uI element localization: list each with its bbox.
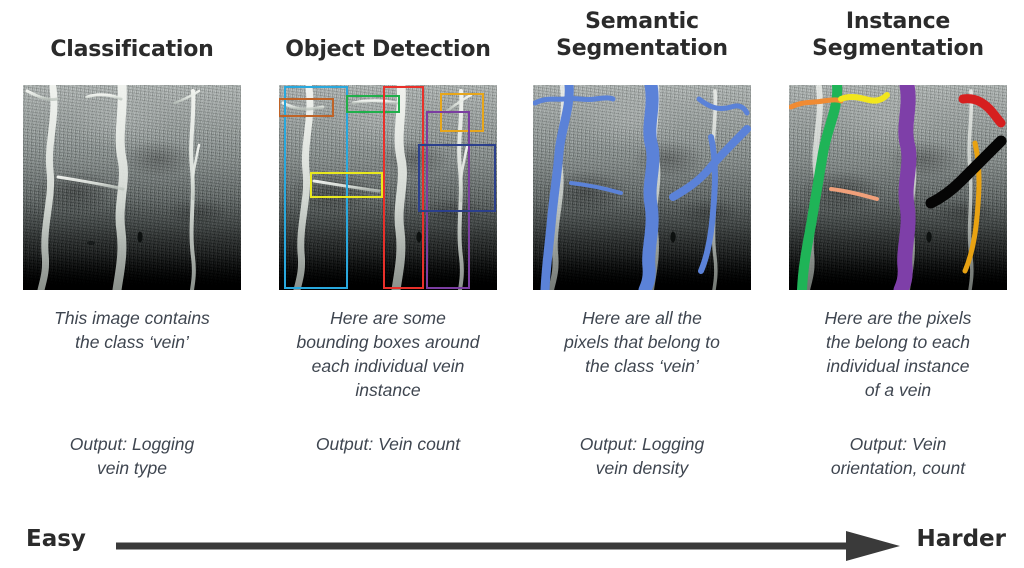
thumbnail-semantic-segmentation (533, 85, 751, 290)
semantic-mask (533, 85, 751, 290)
difficulty-label-harder: Harder (916, 526, 1006, 552)
box-orange (279, 98, 334, 117)
vein-mask-left-branch (533, 95, 616, 106)
vein-mask-right-tail (698, 134, 718, 274)
panel-title-object-detection: Object Detection (285, 37, 491, 62)
vein-mask-center (638, 85, 660, 290)
difficulty-axis: Easy Harder (0, 506, 1024, 568)
instance-purple (893, 85, 917, 290)
panel-description-semantic-segmentation: Here are all the pixels that belong to t… (564, 308, 720, 376)
instance-salmon (829, 187, 879, 201)
bounding-boxes (279, 86, 496, 289)
vein-overlay-instance (789, 85, 1007, 290)
rock-core-image (23, 85, 241, 290)
panel-description-classification: This image contains the class ‘vein’ (54, 308, 210, 352)
instance-orange (789, 97, 844, 110)
instance-black-taper (928, 138, 1004, 206)
vein-overlay-semantic (533, 85, 751, 290)
panel-title-classification: Classification (50, 37, 214, 62)
thumbnail-instance-segmentation (789, 85, 1007, 290)
instance-red (958, 94, 1006, 128)
vein-mask-right-diag (669, 125, 751, 201)
box-yellow (310, 172, 383, 198)
panel-output-object-detection: Output: Vein count (315, 434, 461, 454)
panel-description-instance-segmentation: Here are the pixels the belong to each i… (824, 308, 972, 400)
vein-mask-left (540, 85, 574, 290)
thumbnail-classification (23, 85, 241, 290)
vein-mask-left-short (569, 181, 623, 195)
panel-output-instance-segmentation: Output: Vein orientation, count (830, 434, 966, 478)
panel-title-semantic-segmentation: Semantic Segmentation (556, 9, 728, 61)
vein-overlay-none (25, 85, 201, 290)
panel-description-object-detection: Here are some bounding boxes around each… (296, 308, 480, 400)
box-green (346, 95, 400, 113)
panel-semantic-segmentation: Semantic Segmentation (522, 0, 762, 500)
instance-yellow (838, 92, 890, 104)
panel-title-instance-segmentation: Instance Segmentation (812, 9, 984, 61)
instance-green (797, 85, 843, 290)
box-purple (426, 111, 470, 289)
thumbnail-object-detection (279, 85, 497, 290)
vein-overlay-boxes (279, 85, 496, 290)
difficulty-label-easy: Easy (26, 526, 86, 552)
box-navy (418, 144, 496, 212)
panel-output-semantic-segmentation: Output: Logging vein density (579, 434, 705, 478)
panel-instance-segmentation: Instance Segmentation (778, 0, 1018, 500)
panel-classification: Classification (12, 0, 252, 500)
box-cyan (284, 86, 348, 289)
difficulty-arrow-icon (116, 531, 900, 561)
box-red (383, 86, 424, 289)
panel-object-detection: Object Detection (268, 0, 508, 500)
instance-masks (789, 85, 1007, 290)
panel-output-classification: Output: Logging vein type (69, 434, 195, 478)
vein-mask-right-upper (696, 96, 750, 116)
